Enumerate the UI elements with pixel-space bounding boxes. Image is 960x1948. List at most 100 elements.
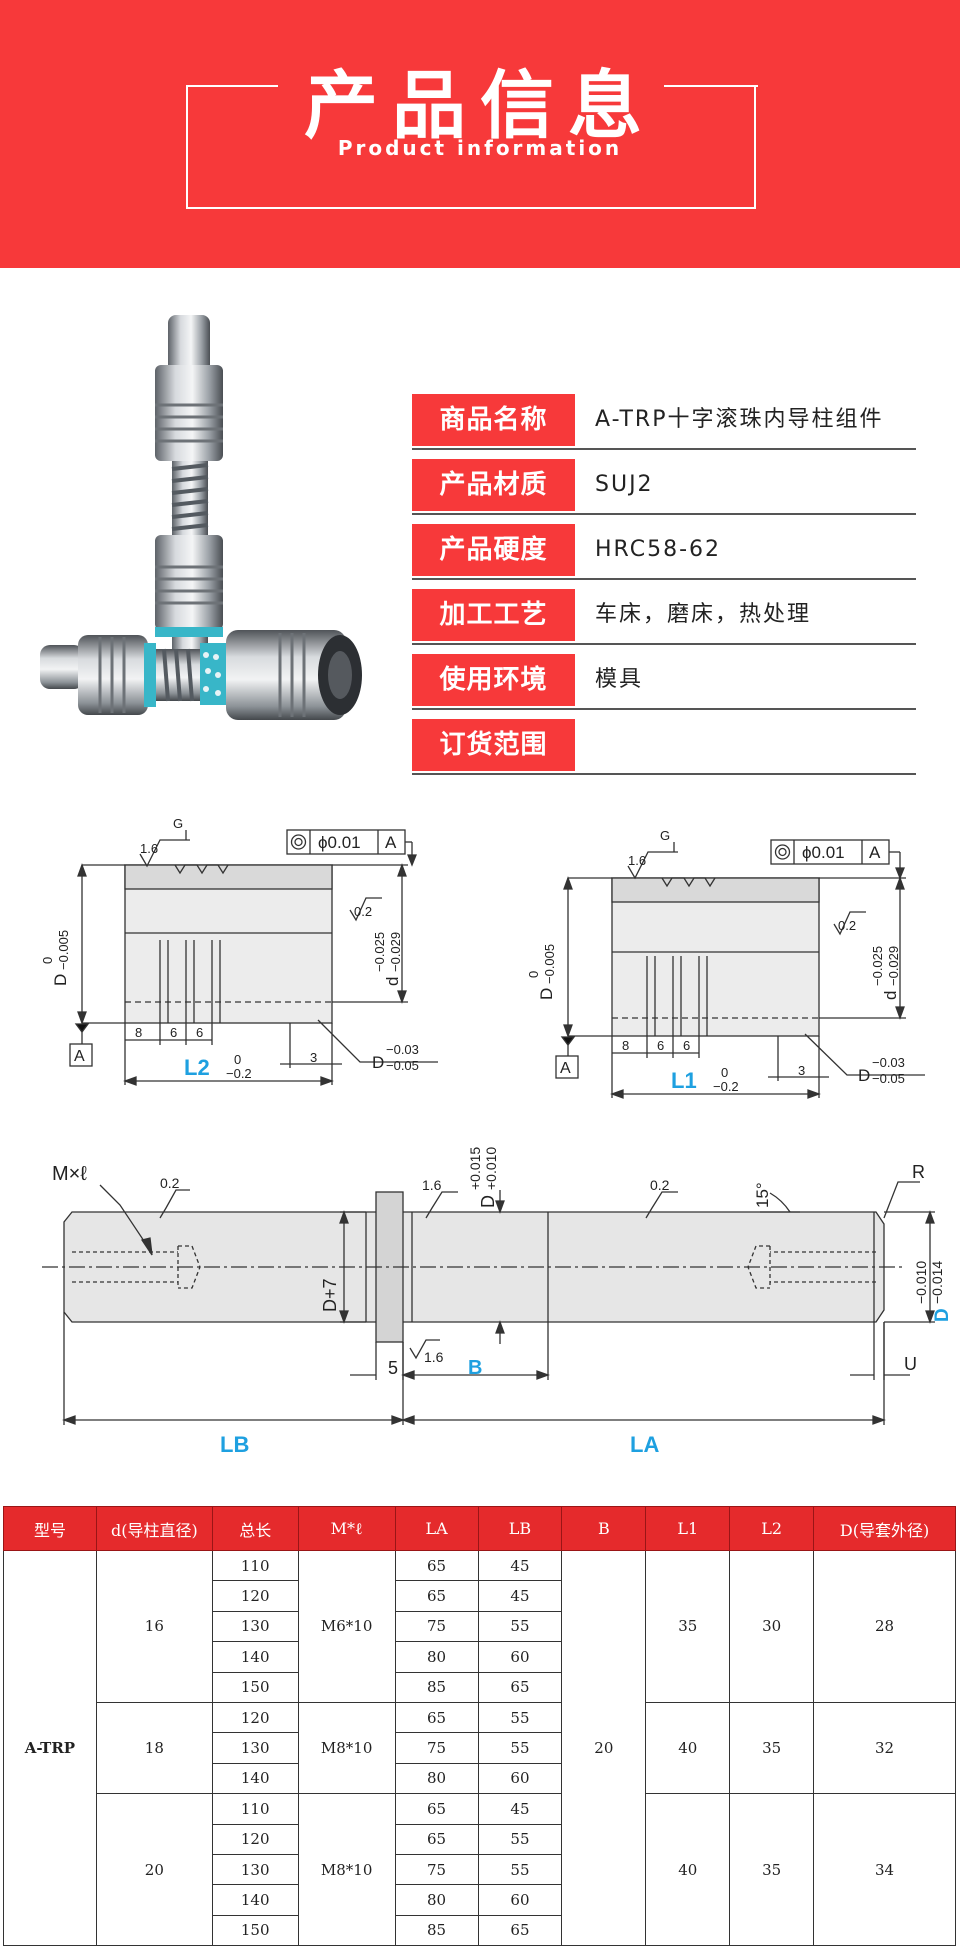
l1-Dd-tol2: −0.05 <box>872 1071 905 1086</box>
l2-D-tol0: 0 <box>40 957 55 964</box>
cell-d: 20 <box>95 1793 213 1947</box>
l2-D-tol1: −0.005 <box>56 930 71 970</box>
info-row-name: 商品名称 A-TRP十字滚珠内导柱组件 <box>412 390 916 455</box>
cell-thread: M6*10 <box>297 1550 396 1703</box>
pin-d7-label: D+7 <box>320 1278 340 1312</box>
info-value: 模具 <box>595 667 644 692</box>
pin-Dr-tol2: −0.014 <box>929 1261 945 1304</box>
cell-l2: 35 <box>729 1793 815 1947</box>
info-row-environment: 使用环境 模具 <box>412 650 916 715</box>
table-row: 140 80 60 <box>4 1884 956 1916</box>
cell-la: 65 <box>394 1701 479 1734</box>
info-label: 产品硬度 <box>412 524 575 576</box>
cell-la: 65 <box>394 1549 479 1582</box>
pin-Dp-tol2: +0.010 <box>483 1147 499 1190</box>
cell-la: 65 <box>394 1580 479 1612</box>
cell-length: 120 <box>211 1701 299 1734</box>
l1-g-label: G <box>660 828 670 843</box>
info-label: 订货范围 <box>412 719 575 771</box>
l2-D-label: D <box>51 974 70 986</box>
col-header: 总长 <box>211 1506 299 1551</box>
cell-length: 140 <box>211 1884 299 1916</box>
cell-outer-d: 34 <box>813 1793 956 1947</box>
cell-model: A-TRP <box>3 1549 97 1947</box>
info-label: 使用环境 <box>412 654 575 706</box>
pin-thread-label: M×ℓ <box>52 1163 87 1185</box>
cell-la: 80 <box>394 1762 479 1795</box>
cell-lb: 55 <box>477 1732 563 1764</box>
info-divider <box>412 708 916 710</box>
pin-roughness-1: 0.2 <box>160 1175 180 1191</box>
cell-lb: 55 <box>477 1701 563 1734</box>
pin-radius-label: R <box>912 1162 925 1182</box>
banner-frame-line-left <box>186 85 278 87</box>
technical-drawing: 1.6 G ϕ0.01 A 0.2 A 8 6 6 3 L2 0 −0.2 D … <box>40 816 953 1457</box>
header-banner: 产品信息 Product information <box>0 0 960 268</box>
l2-datum-ref: A <box>385 833 397 852</box>
info-value: A-TRP十字滚珠内导柱组件 <box>595 407 884 432</box>
info-row-hardness: 产品硬度 HRC58-62 <box>412 520 916 585</box>
info-divider <box>412 448 916 450</box>
cell-lb: 45 <box>477 1793 563 1825</box>
l1-len-tol1: −0.2 <box>713 1079 739 1094</box>
l2-tolerance-phi: ϕ0.01 <box>318 833 361 852</box>
cell-length: 120 <box>211 1823 299 1855</box>
cell-length: 150 <box>211 1914 299 1947</box>
col-header: D(导套外径) <box>813 1506 956 1551</box>
table-row: 130 75 55 <box>4 1610 956 1643</box>
info-row-order-range: 订货范围 <box>412 715 916 780</box>
cell-thread: M8*10 <box>297 1701 396 1795</box>
l1-length-label: L1 <box>671 1068 697 1093</box>
col-header: LA <box>394 1506 479 1551</box>
l1-D-label: D <box>537 988 556 1000</box>
banner-title: 产品信息 <box>304 63 656 149</box>
l1-D-tol1: −0.005 <box>542 944 557 984</box>
l2-w3: 3 <box>310 1050 317 1065</box>
info-row-material: 产品材质 SUJ2 <box>412 455 916 520</box>
pin-Dp-label: D <box>478 1195 498 1208</box>
cell-length: 130 <box>211 1610 299 1643</box>
cell-lb: 55 <box>477 1610 563 1643</box>
pin-Dr-tol1: −0.010 <box>913 1261 929 1304</box>
cell-outer-d: 32 <box>813 1701 956 1795</box>
cell-lb: 60 <box>477 1762 563 1795</box>
cell-la: 75 <box>394 1853 479 1886</box>
cell-lb: 45 <box>477 1580 563 1612</box>
cell-la: 75 <box>394 1732 479 1764</box>
cell-length: 140 <box>211 1641 299 1673</box>
cell-length: 150 <box>211 1671 299 1703</box>
l1-datum-ref: A <box>869 843 881 862</box>
l2-roughness-top: 1.6 <box>140 841 158 856</box>
cell-lb: 45 <box>477 1549 563 1582</box>
l1-d-tol1: −0.025 <box>870 946 885 986</box>
l1-len-tol0: 0 <box>721 1065 728 1080</box>
pin-angle-label: 15° <box>753 1182 772 1208</box>
pin-Dp-tol1: +0.015 <box>467 1147 483 1190</box>
l1-w3: 3 <box>798 1063 805 1078</box>
info-row-process: 加工工艺 车床，磨床，热处理 <box>412 585 916 650</box>
cell-b: 20 <box>561 1549 647 1947</box>
cell-outer-d: 28 <box>813 1550 956 1703</box>
pin-LB-label: LB <box>220 1432 249 1457</box>
info-divider <box>412 643 916 645</box>
l2-roughness-side: 0.2 <box>354 904 372 919</box>
bushing-l2-drawing <box>69 829 438 1086</box>
guide-pin-drawing <box>42 1181 935 1425</box>
table-row: 130 75 55 <box>4 1853 956 1886</box>
l1-tolerance-phi: ϕ0.01 <box>802 843 845 862</box>
table-row: 150 85 65 <box>4 1914 956 1947</box>
info-value: SUJ2 <box>595 472 654 497</box>
col-header: M*ℓ <box>297 1506 396 1551</box>
pin-B-label: B <box>468 1357 482 1379</box>
l1-d-tol2: −0.029 <box>886 946 901 986</box>
info-divider <box>412 578 916 580</box>
l1-w8: 8 <box>622 1038 629 1053</box>
cell-l2: 35 <box>729 1701 815 1795</box>
pin-LA-label: LA <box>630 1432 659 1457</box>
cell-d: 18 <box>95 1701 213 1795</box>
bushing-l1-drawing <box>555 839 925 1099</box>
info-label: 产品材质 <box>412 459 575 511</box>
l1-d-label: d <box>881 991 900 1000</box>
info-label: 商品名称 <box>412 394 575 446</box>
table-row: 140 80 60 <box>4 1762 956 1795</box>
